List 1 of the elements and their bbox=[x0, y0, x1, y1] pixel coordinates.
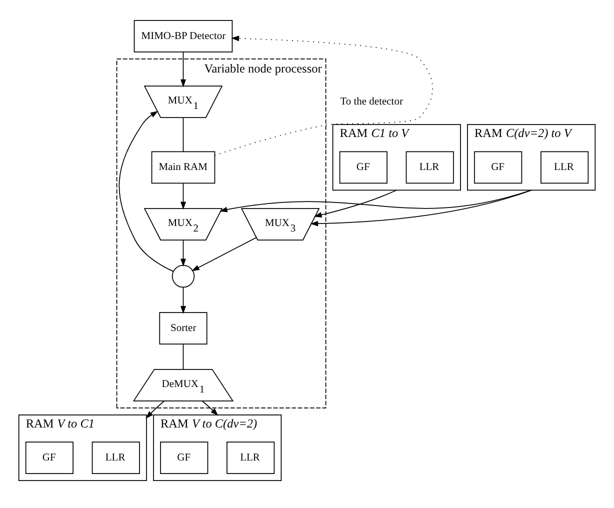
label: To the detector bbox=[340, 96, 403, 108]
